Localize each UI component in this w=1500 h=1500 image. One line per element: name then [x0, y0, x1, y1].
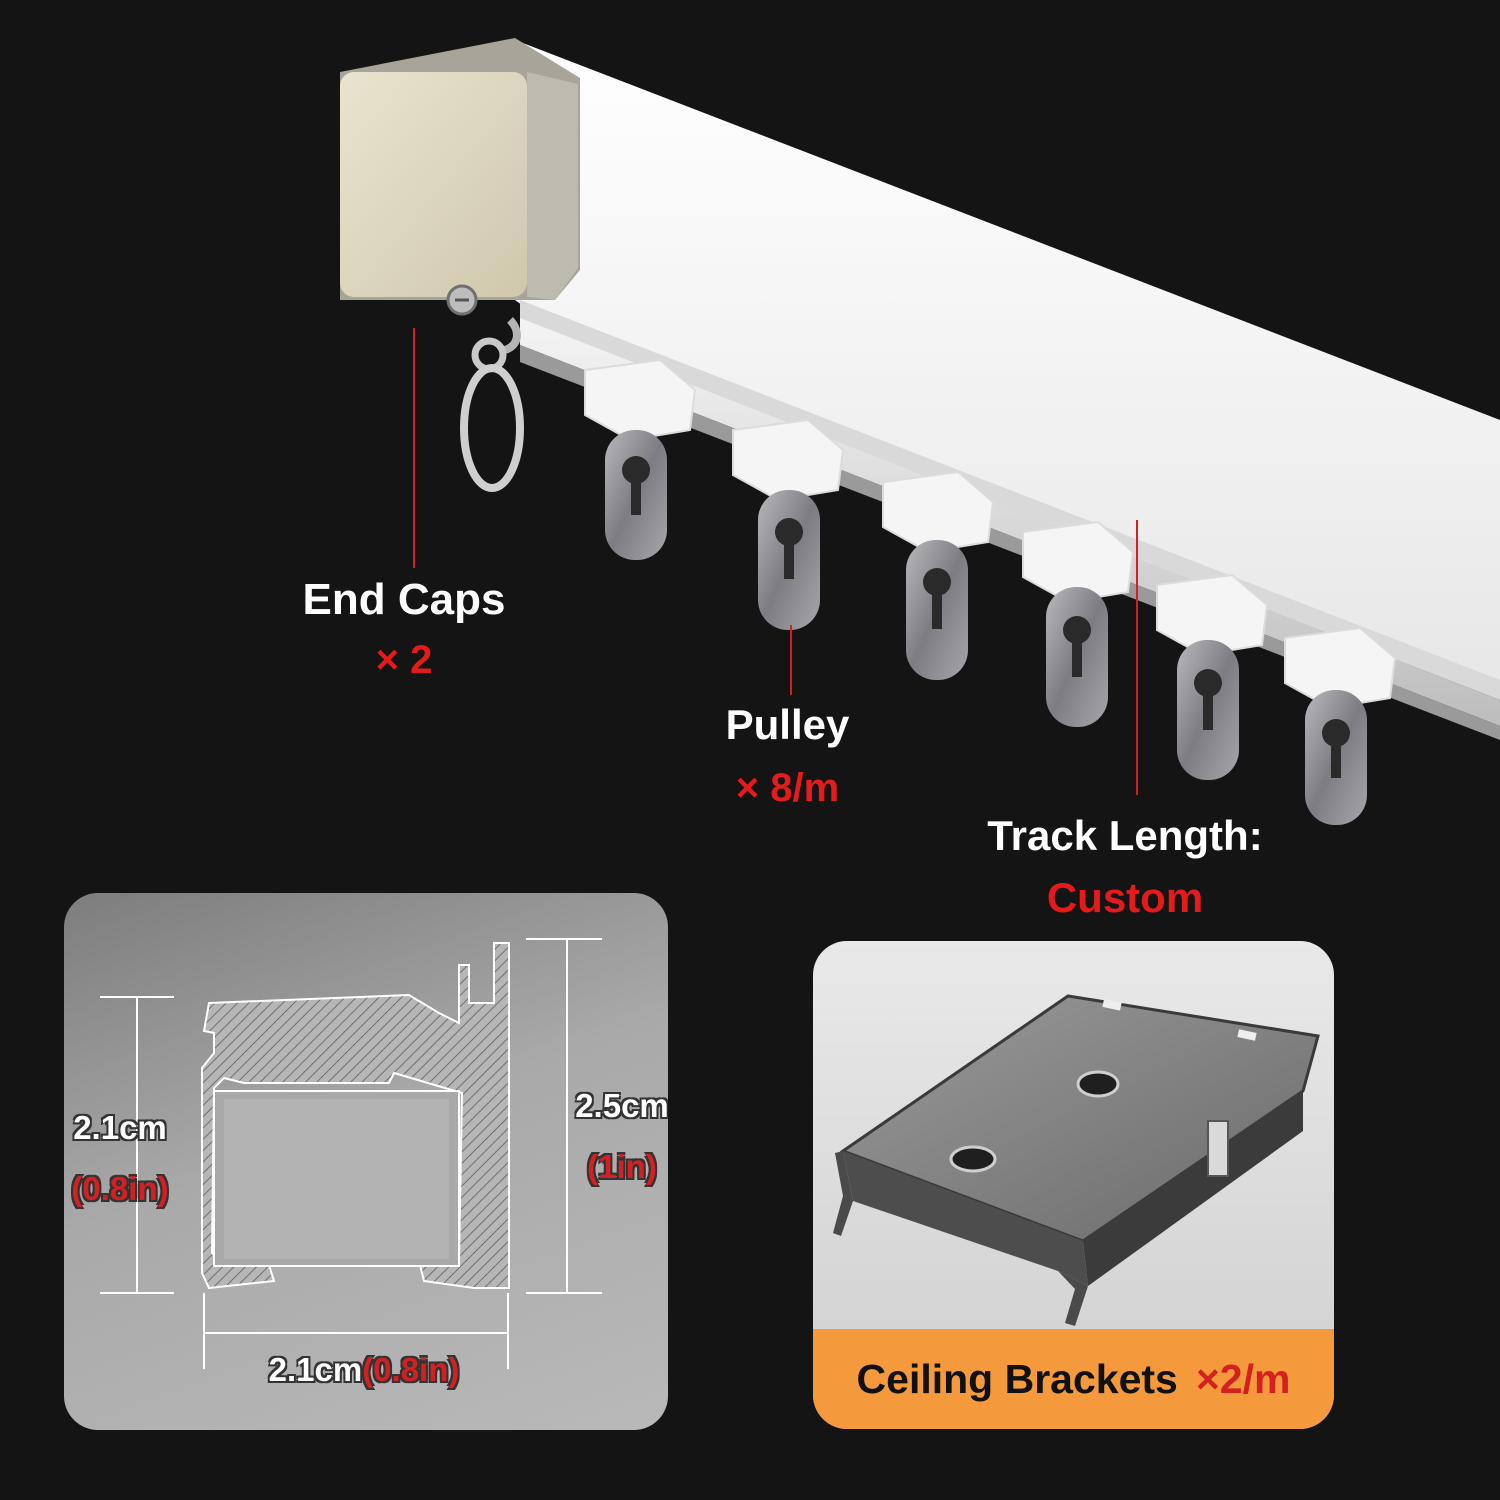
track-illustration	[340, 38, 1500, 825]
end-caps-callout: End Caps × 2	[296, 575, 512, 682]
end-caps-label: End Caps	[302, 575, 506, 624]
height-left-dimension: 2.1cm (0.8in)	[64, 1111, 220, 1205]
track-length-callout: Track Length: Custom	[970, 815, 1280, 919]
pulley-callout: Pulley × 8/m	[700, 701, 875, 810]
pulley-label: Pulley	[725, 701, 850, 748]
width-value: 2.1cm	[268, 1351, 363, 1388]
ceiling-bracket-icon	[833, 994, 1320, 1326]
height-left-value: 2.1cm	[73, 1109, 167, 1146]
track-length-value: Custom	[1046, 874, 1204, 921]
ceiling-brackets-label: Ceiling Brackets	[856, 1355, 1178, 1402]
profile-cross-section-icon	[100, 938, 602, 1369]
height-right-value: 2.5cm	[575, 1087, 668, 1124]
track-length-label: Track Length:	[987, 812, 1263, 859]
height-right-imperial: (1in)	[587, 1148, 657, 1185]
profile-dimension-panel: 2.1cm (0.8in) 2.5cm (1in) 2.1cm(0.8in)	[64, 893, 668, 1430]
pulley-qty: × 8/m	[735, 766, 840, 810]
end-caps-qty: × 2	[375, 638, 433, 682]
width-dimension: 2.1cm(0.8in)	[214, 1353, 514, 1386]
width-imperial: (0.8in)	[362, 1351, 460, 1388]
ceiling-brackets-caption: Ceiling Brackets ×2/m	[813, 1329, 1334, 1429]
ceiling-brackets-qty: ×2/m	[1195, 1355, 1291, 1402]
height-left-imperial: (0.8in)	[71, 1170, 169, 1207]
pulley-icon	[584, 358, 1397, 825]
end-cap-icon	[340, 38, 580, 492]
height-right-dimension: 2.5cm (1in)	[522, 1089, 668, 1183]
ceiling-bracket-panel: Ceiling Brackets ×2/m	[813, 941, 1334, 1429]
